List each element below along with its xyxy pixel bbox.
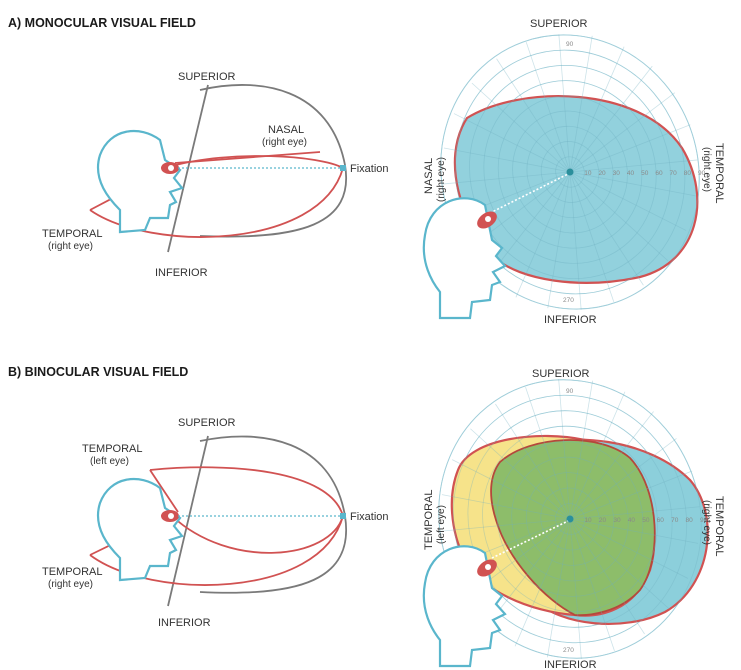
left-eye-plane	[150, 467, 343, 553]
polar-ring-tick-label: 10	[584, 517, 592, 524]
fixation-point	[567, 169, 574, 176]
polar-ring-tick-label: 70	[671, 517, 679, 524]
head-outline	[98, 131, 182, 232]
polar-270-label: 270	[563, 647, 574, 654]
polar-temporal-label: TEMPORAL	[713, 143, 725, 204]
pupil-icon	[485, 216, 491, 222]
polar-nasal-label: NASAL	[423, 158, 435, 194]
pupil-icon	[168, 165, 174, 171]
monocular-polar-view: SUPERIOR 90 270 INFERIOR NASAL (right ey…	[402, 0, 737, 346]
temporal-right-label: TEMPORAL	[42, 566, 103, 578]
polar-ring-tick-label: 30	[613, 170, 621, 177]
temporal-label: TEMPORAL	[42, 228, 103, 240]
polar-ring-tick-label: 50	[641, 170, 649, 177]
polar-superior-label: SUPERIOR	[530, 18, 588, 30]
temporal-sublabel: (right eye)	[48, 241, 93, 252]
polar-inferior-label: INFERIOR	[544, 314, 597, 326]
polar-ring-tick-label: 90	[700, 517, 708, 524]
fixation-point	[340, 165, 346, 171]
polar-270-label: 270	[563, 297, 574, 304]
polar-ring-tick-label: 60	[657, 517, 665, 524]
binocular-side-view: SUPERIOR TEMPORAL (left eye) Fixation TE…	[42, 417, 389, 629]
polar-temporal-left-label: TEMPORAL	[423, 489, 435, 550]
polar-ring-tick-label: 40	[628, 517, 636, 524]
polar-ring-tick-label: 80	[684, 170, 692, 177]
temporal-left-sublabel: (left eye)	[90, 456, 129, 467]
polar-nasal-sublabel: (right eye)	[436, 157, 447, 202]
polar-ring-tick-label: 70	[670, 170, 678, 177]
fixation-point	[340, 513, 346, 519]
nasal-label: NASAL	[268, 124, 304, 136]
polar-temporal-left-sublabel: (left eye)	[436, 505, 447, 544]
polar-inferior-label: INFERIOR	[544, 659, 597, 670]
temporal-left-label: TEMPORAL	[82, 443, 143, 455]
polar-ring-tick-label: 20	[598, 170, 606, 177]
polar-ring-tick-label: 20	[599, 517, 607, 524]
polar-90-label: 90	[566, 388, 574, 395]
inferior-label: INFERIOR	[158, 617, 211, 629]
panel-b-title: B) BINOCULAR VISUAL FIELD	[8, 365, 188, 379]
polar-ring-ticks: 10 20 30 40 50 60 70 80 90	[584, 170, 705, 177]
superior-label: SUPERIOR	[178, 417, 236, 429]
temporal-right-sublabel: (right eye)	[48, 579, 93, 590]
superior-label: SUPERIOR	[178, 71, 236, 83]
polar-ring-tick-label: 10	[584, 170, 592, 177]
polar-ring-tick-label: 90	[698, 170, 706, 177]
polar-superior-label: SUPERIOR	[532, 368, 590, 380]
nasal-sublabel: (right eye)	[262, 137, 307, 148]
polar-90-label: 90	[566, 41, 574, 48]
polar-ring-tick-label: 40	[627, 170, 635, 177]
polar-ring-tick-label: 80	[686, 517, 694, 524]
vertical-plane-ellipse	[200, 436, 346, 592]
monocular-side-view: SUPERIOR NASAL (right eye) Fixation TEMP…	[42, 71, 389, 279]
polar-ring-tick-label: 60	[655, 170, 663, 177]
pupil-icon	[485, 564, 491, 570]
fixation-label: Fixation	[350, 163, 389, 175]
binocular-polar-view: SUPERIOR 90 270 INFERIOR TEMPORAL (left …	[400, 343, 740, 670]
panel-a-title: A) MONOCULAR VISUAL FIELD	[8, 16, 196, 30]
polar-temporal-right-label: TEMPORAL	[713, 496, 725, 557]
polar-ring-tick-label: 50	[642, 517, 650, 524]
vertical-plane-ellipse	[200, 85, 346, 237]
pupil-icon	[168, 513, 174, 519]
polar-ring-tick-label: 30	[613, 517, 621, 524]
polar-ring-ticks: 10 20 30 40 50 60 70 80 90	[584, 517, 707, 524]
fixation-label: Fixation	[350, 511, 389, 523]
head-outline	[98, 479, 182, 580]
inferior-label: INFERIOR	[155, 267, 208, 279]
fixation-point	[567, 516, 574, 523]
